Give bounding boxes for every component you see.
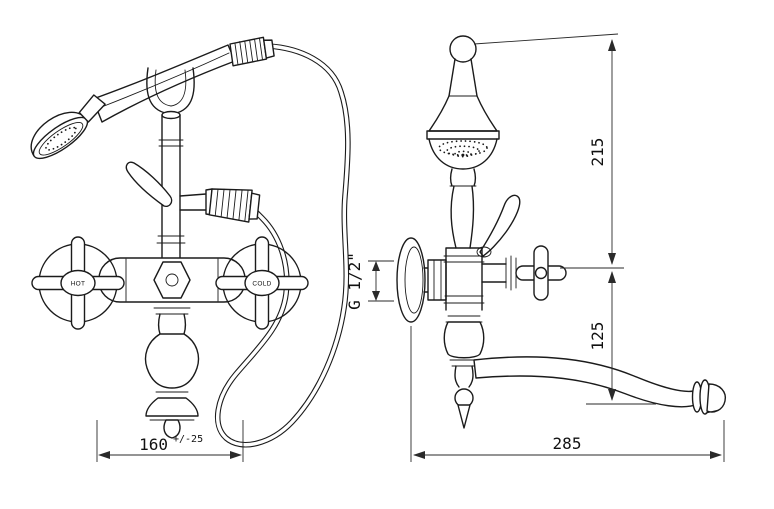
spout-column-front bbox=[144, 301, 200, 439]
center-hex-nut bbox=[153, 261, 191, 299]
hot-label: HOT bbox=[71, 281, 86, 288]
thread-size-label: G 1/2" bbox=[345, 252, 364, 310]
hand-shower-head bbox=[30, 94, 106, 160]
hand-shower-side bbox=[426, 35, 500, 249]
dim-160-label: 160 bbox=[139, 435, 168, 454]
dimension-thread-g12: G 1/2" bbox=[345, 252, 394, 310]
dim-215-label: 215 bbox=[588, 138, 607, 167]
dim-285-label: 285 bbox=[553, 434, 582, 453]
hand-shower-handle bbox=[92, 44, 236, 123]
shower-hose bbox=[215, 43, 351, 448]
hose-adapter-top bbox=[229, 36, 275, 67]
spout-side bbox=[473, 356, 727, 415]
finial-drop bbox=[454, 365, 474, 429]
front-view: HOT COLD bbox=[30, 36, 351, 448]
hose-connector-side bbox=[179, 188, 261, 223]
diverter-lever bbox=[125, 161, 173, 208]
diverter-lever-side bbox=[476, 194, 521, 258]
wall-flange bbox=[396, 237, 447, 323]
valve-body-side bbox=[443, 247, 485, 311]
cold-label: COLD bbox=[252, 281, 271, 288]
dim-125-label: 125 bbox=[588, 322, 607, 351]
dimension-160: 160 +/-25 bbox=[96, 420, 244, 462]
cold-handle[interactable]: COLD bbox=[215, 236, 309, 330]
dimension-125: 125 bbox=[586, 271, 656, 405]
dim-160-tolerance: +/-25 bbox=[173, 434, 203, 445]
dimension-215: 215 bbox=[473, 33, 624, 269]
side-view bbox=[396, 35, 727, 429]
hot-handle[interactable]: HOT bbox=[31, 236, 125, 330]
dimension-285: 285 bbox=[410, 326, 725, 462]
cross-knob[interactable] bbox=[481, 245, 567, 301]
column-ornament-side bbox=[443, 315, 485, 367]
